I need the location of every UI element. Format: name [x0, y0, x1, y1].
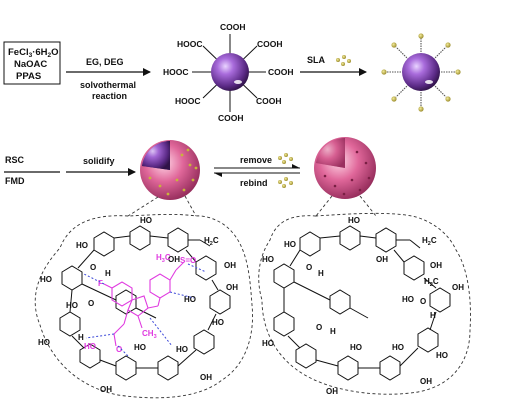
- svg-text:OH: OH: [224, 261, 236, 270]
- svg-text:O: O: [306, 263, 312, 272]
- step1-condition: solvothermal: [80, 80, 136, 90]
- svg-text:HO: HO: [262, 339, 274, 348]
- svg-text:HOOC: HOOC: [163, 67, 189, 77]
- svg-text:H: H: [318, 269, 324, 278]
- imprinted-particle-empty: [314, 137, 376, 199]
- step1-solvents: EG, DEG: [86, 57, 124, 67]
- svg-text:HO: HO: [38, 338, 50, 347]
- imprinted-particle-template: [140, 140, 200, 200]
- svg-text:HO: HO: [348, 216, 360, 225]
- svg-text:HO: HO: [212, 318, 224, 327]
- svg-text:COOH: COOH: [268, 67, 294, 77]
- svg-text:OH: OH: [430, 261, 442, 270]
- svg-text:OH: OH: [420, 377, 432, 386]
- svg-text:COOH: COOH: [218, 113, 244, 123]
- svg-text:O: O: [420, 297, 426, 306]
- svg-text:H: H: [105, 269, 111, 278]
- svg-text:H: H: [78, 333, 84, 342]
- svg-text:HO: HO: [184, 295, 196, 304]
- svg-text:O: O: [116, 345, 122, 354]
- svg-text:HO: HO: [66, 301, 78, 310]
- rebind-label: rebind: [240, 178, 268, 188]
- hydrogen-bonds: [83, 263, 207, 357]
- svg-text:HO: HO: [76, 241, 88, 250]
- ligand-dots: [381, 33, 461, 112]
- ligand-nanoparticle: [381, 33, 461, 112]
- svg-text:HO: HO: [436, 351, 448, 360]
- remove-rebind-arrows: remove rebind: [214, 153, 300, 188]
- svg-text:COOH: COOH: [257, 39, 283, 49]
- svg-text:OH: OH: [326, 387, 338, 396]
- step1-reaction: reaction: [92, 91, 127, 101]
- svg-text:COOH: COOH: [220, 22, 246, 32]
- svg-text:COOH: COOH: [256, 96, 282, 106]
- svg-text:H2C: H2C: [204, 236, 219, 247]
- svg-text:OH: OH: [376, 255, 388, 264]
- svg-text:F: F: [98, 279, 103, 288]
- svg-text:OH: OH: [200, 373, 212, 382]
- svg-text:H3C: H3C: [156, 253, 171, 264]
- svg-text:H2C: H2C: [424, 277, 439, 288]
- svg-text:H2C: H2C: [422, 236, 437, 247]
- rsc-label: RSC: [5, 155, 25, 165]
- svg-text:OH: OH: [226, 283, 238, 292]
- reagent-ppas: PPAS: [16, 71, 41, 82]
- svg-text:HO: HO: [84, 342, 96, 351]
- step3-label: solidify: [83, 156, 115, 166]
- step1-arrow: EG, DEG solvothermal reaction: [66, 57, 151, 101]
- svg-text:HOOC: HOOC: [177, 39, 203, 49]
- carboxyl-nanoparticle: COOH HOOC COOH HOOC COOH HOOC COOH COOH: [163, 22, 294, 123]
- svg-text:O: O: [90, 263, 96, 272]
- fmd-label: FMD: [5, 176, 25, 186]
- step3-arrow: solidify: [66, 156, 136, 176]
- svg-text:OH: OH: [100, 385, 112, 394]
- reagent-fecl3: FeCl3·6H2O: [8, 47, 59, 59]
- svg-text:OH: OH: [168, 255, 180, 264]
- svg-text:HO: HO: [402, 295, 414, 304]
- step2-label: SLA: [307, 55, 326, 65]
- svg-text:HO: HO: [392, 343, 404, 352]
- reagents-box: FeCl3·6H2O NaOAC PPAS: [3, 41, 61, 85]
- svg-text:HO: HO: [262, 255, 274, 264]
- step2-arrow: SLA: [300, 55, 367, 76]
- svg-text:HO: HO: [350, 343, 362, 352]
- zoom-guides: [127, 195, 377, 217]
- reagent-naoac: NaOAC: [14, 59, 47, 70]
- svg-text:H: H: [430, 311, 436, 320]
- template-molecule: [103, 261, 185, 347]
- svg-text:HO: HO: [140, 216, 152, 225]
- svg-text:HO: HO: [40, 275, 52, 284]
- svg-text:OH: OH: [452, 283, 464, 292]
- svg-text:HO: HO: [284, 240, 296, 249]
- svg-text:HO: HO: [176, 345, 188, 354]
- svg-text:HO: HO: [134, 343, 146, 352]
- cavity-with-template: HO HO OH O H HO HO HO O H OH HO HO HO OH…: [34, 213, 253, 399]
- svg-text:S=O: S=O: [180, 256, 196, 265]
- remove-label: remove: [240, 155, 272, 165]
- svg-text:CH3: CH3: [142, 329, 157, 340]
- svg-text:O: O: [316, 323, 322, 332]
- cavity-empty: HO HO OH O H HO HO O H OH HO HO HO OH OH…: [258, 212, 471, 396]
- svg-text:HOOC: HOOC: [175, 96, 201, 106]
- svg-text:H: H: [330, 327, 336, 336]
- svg-text:O: O: [88, 299, 94, 308]
